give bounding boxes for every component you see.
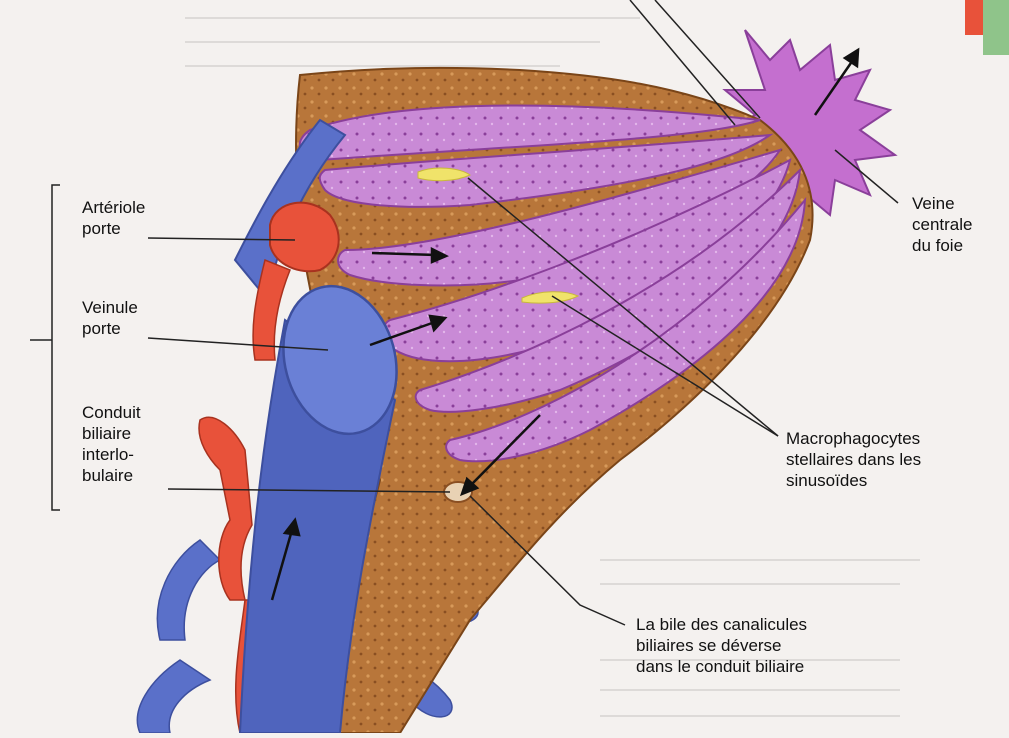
label-line: sinusoïdes — [786, 470, 921, 491]
label-line: centrale — [912, 214, 972, 235]
label-line: Artériole — [82, 197, 145, 218]
corner-vessels — [965, 0, 1009, 55]
label-line: dans le conduit biliaire — [636, 656, 807, 677]
label-line: porte — [82, 318, 138, 339]
label-line: du foie — [912, 235, 972, 256]
label-line: Macrophagocytes — [786, 428, 921, 449]
label-line: Veinule — [82, 297, 138, 318]
label-line: interlo- — [82, 444, 141, 465]
label-conduit-biliaire: Conduit biliaire interlo- bulaire — [82, 402, 141, 486]
label-line: bulaire — [82, 465, 141, 486]
label-veinule-porte: Veinule porte — [82, 297, 138, 339]
label-bile: La bile des canalicules biliaires se dév… — [636, 614, 807, 677]
label-line: La bile des canalicules — [636, 614, 807, 635]
label-macrophagocytes: Macrophagocytes stellaires dans les sinu… — [786, 428, 921, 491]
label-arteriole-porte: Artériole porte — [82, 197, 145, 239]
label-line: stellaires dans les — [786, 449, 921, 470]
label-line: Veine — [912, 193, 972, 214]
label-line: biliaires se déverse — [636, 635, 807, 656]
label-line: biliaire — [82, 423, 141, 444]
label-line: porte — [82, 218, 145, 239]
label-line: Conduit — [82, 402, 141, 423]
label-veine-centrale: Veine centrale du foie — [912, 193, 972, 256]
